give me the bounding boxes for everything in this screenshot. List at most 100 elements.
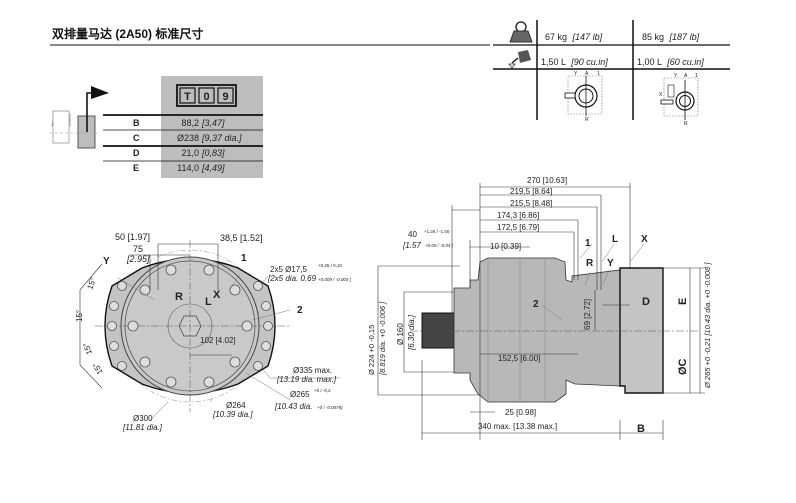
angle-4: 15° <box>91 361 105 376</box>
dim-152-5: 152,5 [6.00] <box>498 354 540 363</box>
dim-40-tolerance: +1,26 / -1,00 <box>424 229 450 234</box>
hydraulic-schematic-2: Y A 1 X R <box>659 73 699 127</box>
port-y-label: Y <box>607 258 614 269</box>
dim-335: Ø335 max. <box>293 366 332 375</box>
hydraulic-schematic-1: Y A 1 R <box>564 71 603 123</box>
row-imperial-d: [0,83] <box>201 148 225 158</box>
port-a-label: A <box>585 71 589 77</box>
port-r-label: R <box>175 291 183 303</box>
oil-imperial-1: [90 cu.in] <box>570 57 608 67</box>
front-view-drawing: 50 [1.97] 38,5 [1.52] 75 [2.95] Y 1 R L … <box>75 232 352 432</box>
row-imperial-c: [9,37 dia.] <box>201 133 242 143</box>
callout-2: 2 <box>297 305 303 316</box>
port-l-label: L <box>612 234 618 245</box>
holes-spec-inch: [2x5 dia. 0.69 <box>267 274 317 283</box>
dim-265-tolerance-inch: +0 / -0.0079] <box>317 405 343 410</box>
dim-75: 75 <box>133 244 143 254</box>
port-r-label: R <box>684 121 688 127</box>
dim-340: 340 max. [13.38 max.] <box>478 422 557 431</box>
callout-2: 2 <box>533 299 539 310</box>
row-value-e: 114,0 <box>177 163 199 173</box>
dim-10: 10 [0.39] <box>490 242 521 251</box>
svg-text:85 kg [187 lb]: 85 kg [187 lb] <box>642 32 700 42</box>
angle-2: 15° <box>75 310 84 322</box>
dim-172-5: 172,5 [6.79] <box>497 223 539 232</box>
port-x-label: X <box>213 289 221 301</box>
oil-can-icon <box>508 50 531 69</box>
code-char-1: T <box>184 91 191 103</box>
spec-table: 67 kg [147 lb] 85 kg [187 lb] 1,50 L [90… <box>493 20 730 127</box>
callout-1: 1 <box>241 253 247 264</box>
dim-b-label: B <box>637 423 645 435</box>
row-value-d: 21,0 <box>181 148 199 158</box>
dim-300-inch: [11.81 dia.] <box>122 423 163 432</box>
oil-value-1: 1,50 L <box>541 57 566 67</box>
flag-arrow-icon <box>91 86 109 99</box>
motor-outline-icon <box>50 86 109 149</box>
dim-102: 102 [4.02] <box>200 336 236 345</box>
dim-270: 270 [10.63] <box>527 176 567 185</box>
output-shaft <box>421 312 455 349</box>
page-title: 双排量马达 (2A50) 标准尺寸 <box>52 26 203 41</box>
dim-e-label: E <box>677 298 689 305</box>
weight-imperial-2: [187 lb] <box>669 32 700 42</box>
angle-1: 15° <box>85 276 98 290</box>
dim-160: Ø 160 <box>396 323 405 345</box>
port-l-label: L <box>205 296 212 308</box>
dim-265-inch: [10.43 dia. <box>274 402 312 411</box>
callout-1: 1 <box>585 238 591 249</box>
weight-value-2: 85 kg <box>642 32 664 42</box>
port-x-label: X <box>641 234 648 245</box>
svg-text:1,50 L [90 cu.in]: 1,50 L [90 cu.in] <box>541 57 608 67</box>
port-a-label: A <box>684 73 688 79</box>
weight-value-1: 67 kg <box>545 32 567 42</box>
port-x-label: X <box>659 92 663 98</box>
dim-160-inch: [6.30 dia.] <box>407 314 416 351</box>
holes-tolerance: +0,25 / 0,10 <box>318 263 342 268</box>
row-label-c: C <box>133 133 140 143</box>
dim-224-inch: [8.819 dia. +0 -0.006 ] <box>378 301 387 376</box>
dim-69: 69 [2.72] <box>583 299 592 330</box>
row-imperial-b: [3,47] <box>201 118 225 128</box>
dim-219-5: 219,5 [8.64] <box>510 187 552 196</box>
dim-174-3: 174,3 [6.86] <box>497 211 539 220</box>
dim-215-5: 215,5 [8.48] <box>510 199 552 208</box>
row-imperial-e: [4,49] <box>201 163 225 173</box>
dim-335-inch: [13.19 dia. max.] <box>276 375 337 384</box>
angle-3: 15° <box>81 341 94 355</box>
row-label-b: B <box>133 118 140 128</box>
dim-224: Ø 224 +0 -0,15 <box>367 325 376 375</box>
port-y-label: Y <box>574 71 578 77</box>
svg-text:1,00 L [60 cu.in]: 1,00 L [60 cu.in] <box>637 57 704 67</box>
code-char-3: 9 <box>222 91 228 103</box>
dim-300: Ø300 <box>133 414 153 423</box>
port-r-label: R <box>585 117 589 123</box>
bolt-holes <box>107 264 273 388</box>
dim-264: Ø264 <box>226 401 246 410</box>
dim-265: Ø265 <box>290 390 310 399</box>
dim-264-inch: [10.39 dia.] <box>212 410 253 419</box>
code-char-2: 0 <box>203 91 209 103</box>
dim-40: 40 <box>408 230 417 239</box>
dim-25: 25 [0.98] <box>505 408 536 417</box>
holes-spec: 2x5 Ø17,5 <box>270 265 307 274</box>
dim-d-label: D <box>642 296 650 308</box>
dim-265: Ø 265 +0 -0,21 [10.43 dia. +0 -0.008 ] <box>703 262 712 389</box>
port-y-label: Y <box>674 73 678 79</box>
oil-imperial-2: [60 cu.in] <box>666 57 704 67</box>
port-y-label: Y <box>103 256 110 267</box>
dim-50: 50 [1.97] <box>115 232 150 242</box>
dim-40-inch: [1.57 <box>402 241 421 250</box>
holes-tolerance-inch: +0.009 / -0.004 ] <box>318 277 352 282</box>
option-table: T 0 9 B 88,2 [3,47] C Ø238 [9,37 dia.] D… <box>50 76 263 178</box>
row-label-e: E <box>133 163 139 173</box>
side-view-drawing: 270 [10.63] 219,5 [8.64] 215,5 [8.48] 17… <box>367 176 712 440</box>
svg-text:67 kg [147 lb]: 67 kg [147 lb] <box>545 32 603 42</box>
dim-c-label: ØC <box>677 358 689 375</box>
row-value-c: Ø238 <box>177 133 199 143</box>
port-r-label: R <box>586 258 594 269</box>
dim-265-tolerance: +0 / -0,2 <box>314 388 331 393</box>
dim-40-tolerance-inch: +0.05 / -0.04 ] <box>425 243 454 248</box>
row-value-b: 88,2 <box>181 118 199 128</box>
